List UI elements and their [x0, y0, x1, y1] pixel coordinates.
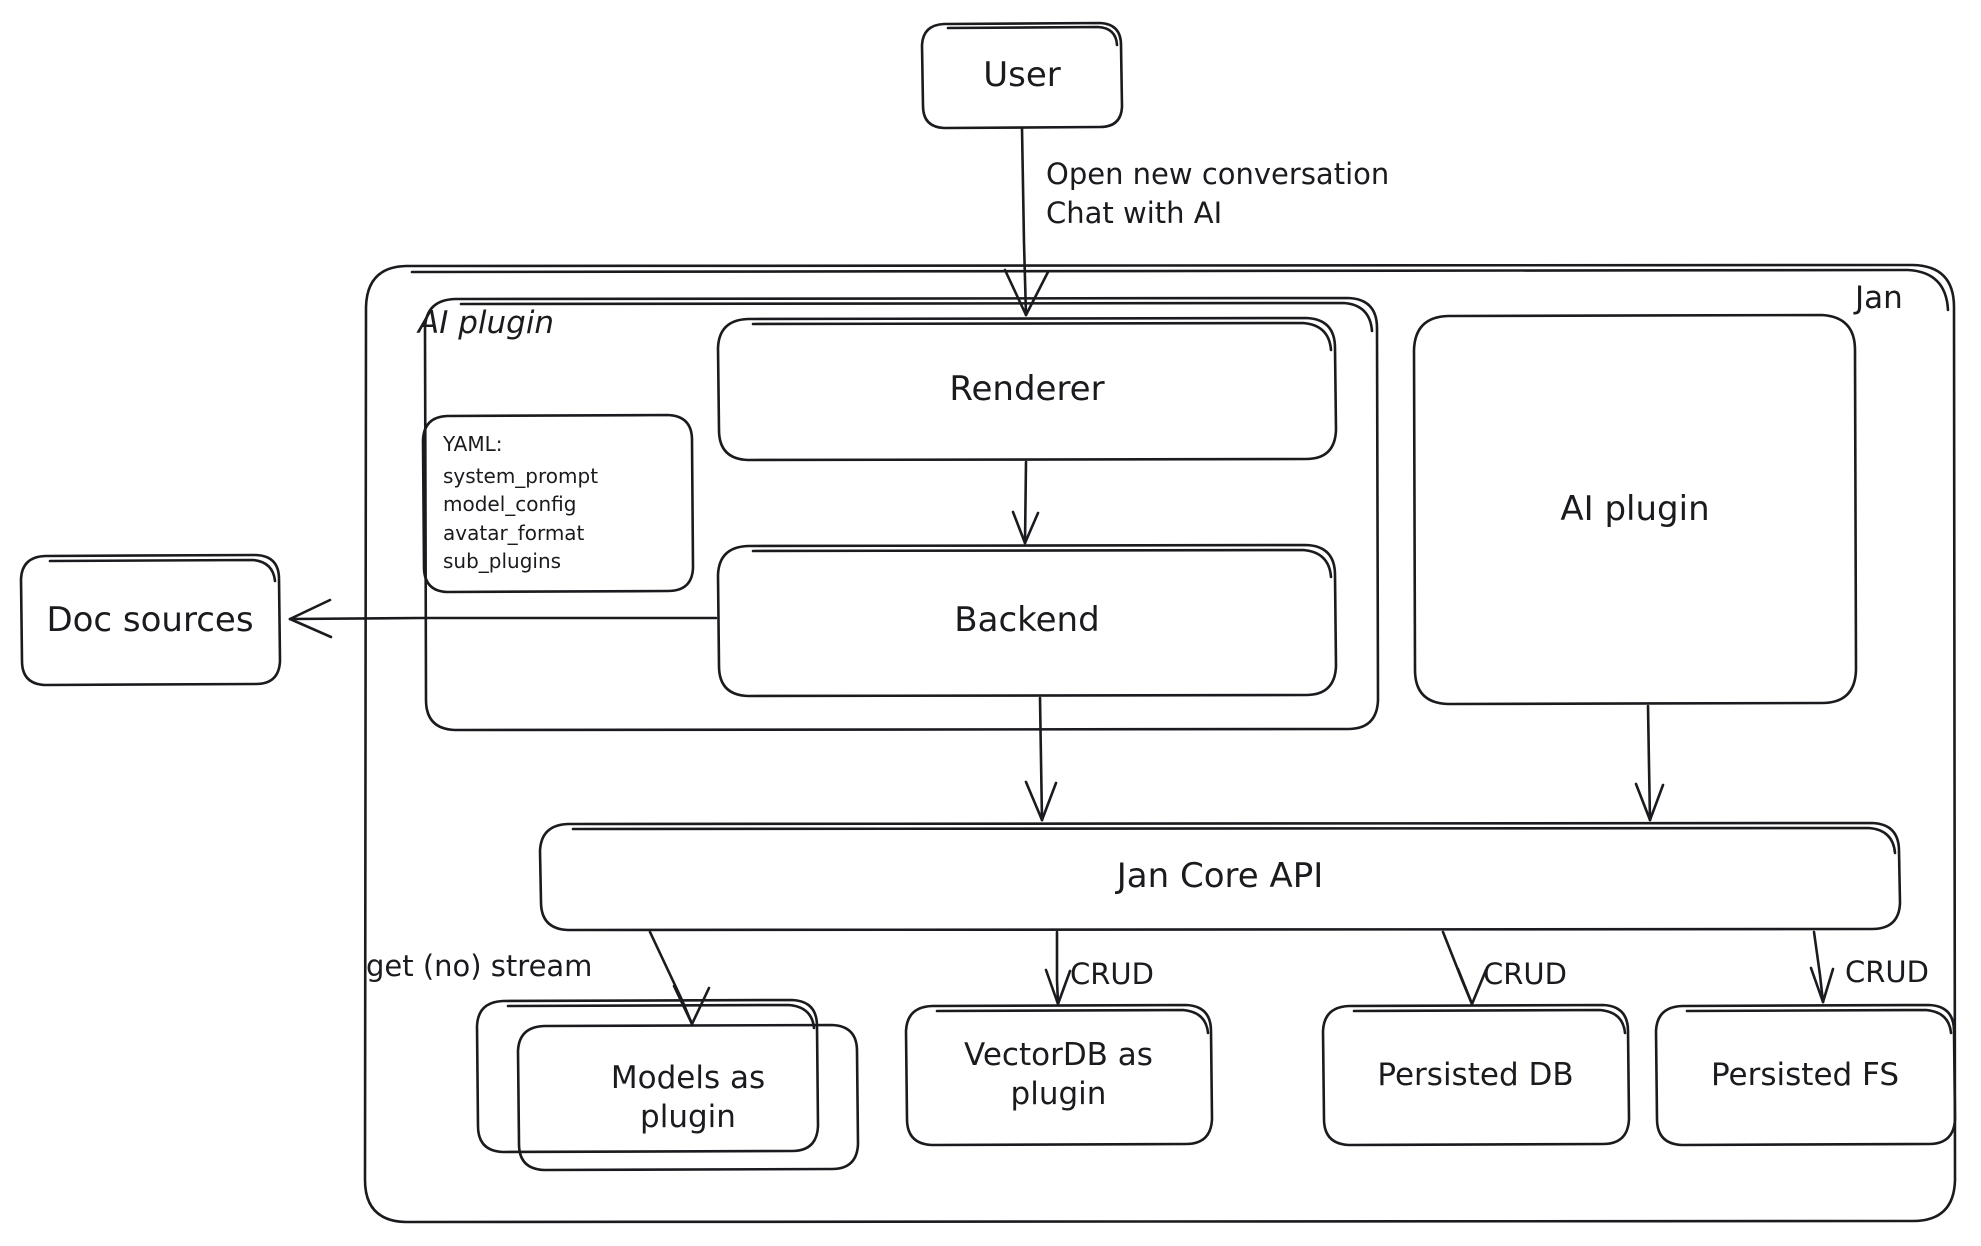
vectordb-as-plugin-box-outline: [904, 1003, 1214, 1147]
jan-container-outline: [363, 263, 1957, 1224]
doc-sources-box-outline: [19, 553, 282, 687]
ai-plugin-right-box-outline: [1412, 313, 1858, 706]
edge-user-to-renderer: [1003, 126, 1050, 317]
edge-core-api-to-vectordb: [1044, 930, 1072, 1006]
persisted-fs-box-outline: [1654, 1003, 1957, 1147]
edge-backend-to-core-api: [1024, 696, 1058, 822]
edge-renderer-to-backend: [1011, 460, 1040, 545]
jan-core-api-box-outline: [538, 821, 1902, 932]
models-as-plugin-outer-box-outline: [475, 998, 820, 1154]
ai-plugin-container-outline: [423, 296, 1380, 732]
backend-box-outline: [716, 543, 1338, 698]
renderer-box-outline: [716, 316, 1338, 462]
edge-ai-plugin-to-core-api: [1634, 704, 1665, 822]
models-as-plugin-box-outline: [516, 1023, 860, 1172]
yaml-box-outline: [421, 413, 695, 594]
edge-core-api-to-persisted-fs: [1809, 930, 1835, 1004]
edge-core-api-to-models: [648, 930, 711, 1026]
user-box-outline: [920, 21, 1124, 130]
edge-core-api-to-persisted-db: [1441, 930, 1488, 1006]
persisted-db-box-outline: [1321, 1003, 1631, 1147]
edge-backend-to-doc-sources: [288, 598, 718, 639]
